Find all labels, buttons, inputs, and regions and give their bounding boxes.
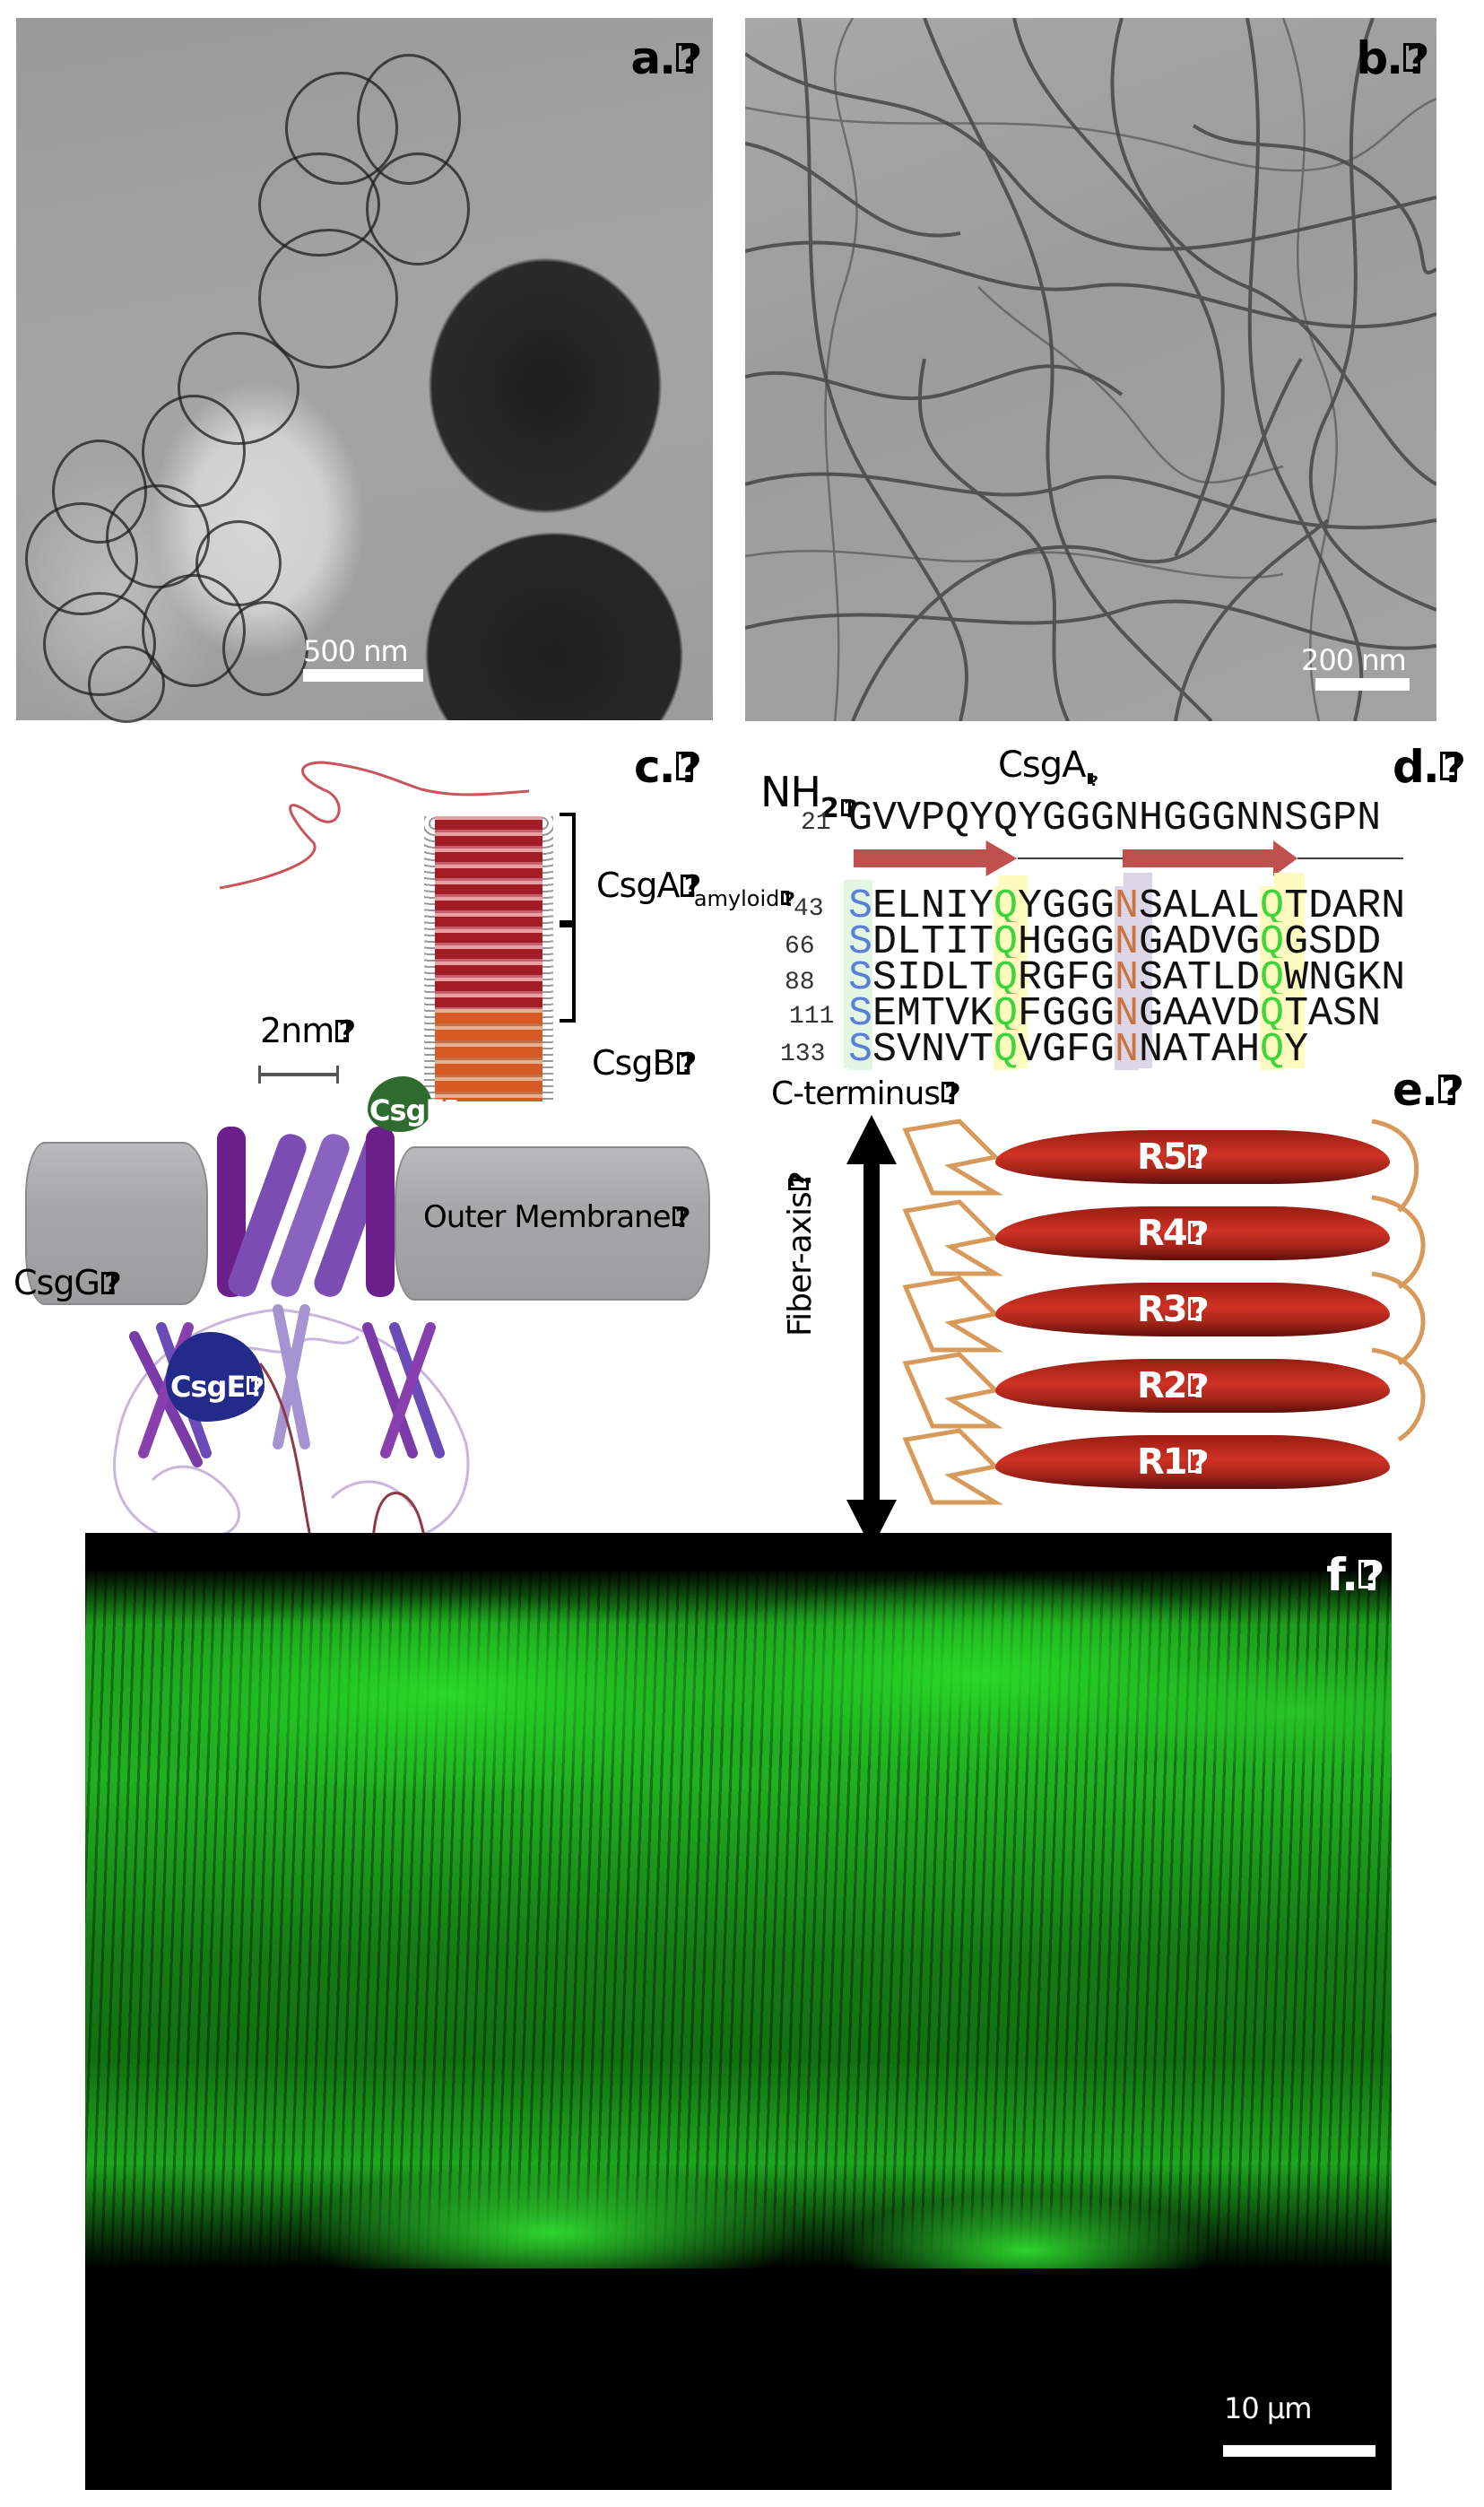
conserved-q: Q bbox=[994, 955, 1019, 1001]
conserved-q: Q bbox=[994, 991, 1019, 1037]
panel-a-scale-bar bbox=[303, 669, 423, 682]
fibril-loops-right bbox=[542, 816, 553, 1101]
csge-label: CsgE? bbox=[170, 1370, 265, 1404]
panel-a-scale-label: 500 nm bbox=[303, 634, 409, 668]
fiber-axis-label: Fiber-axis? bbox=[782, 1171, 819, 1337]
conserved-n: N bbox=[1115, 991, 1140, 1037]
conserved-s: S bbox=[848, 919, 873, 965]
repeat-start-number: 43 bbox=[794, 895, 824, 923]
fiber-axis-arrow bbox=[846, 1115, 897, 1549]
outer-membrane-right: Outer Membrane? bbox=[395, 1146, 710, 1301]
fiber-network-graphic bbox=[745, 18, 1436, 721]
panel-f-scale-bar bbox=[1223, 2445, 1376, 2457]
beta-strand-arrows bbox=[853, 840, 1403, 876]
csga-amyloid-segment bbox=[435, 816, 542, 1009]
csgb-nucleator-segment bbox=[435, 1009, 542, 1101]
outer-membrane-left bbox=[25, 1142, 208, 1305]
repeat-label-r1: R1? bbox=[1137, 1441, 1210, 1483]
strand-r4 bbox=[995, 1206, 1390, 1260]
two-nm-scale-bar bbox=[258, 1073, 339, 1076]
conserved-q: Q bbox=[1260, 1027, 1285, 1073]
csga-amyloid-label: CsgA?amyloid? bbox=[596, 866, 795, 911]
csgg-label: CsgG? bbox=[13, 1263, 122, 1302]
conserved-n: N bbox=[1115, 1027, 1140, 1073]
repeat-sequence: SSVNVTQVGFGNNATAHQY bbox=[848, 1027, 1309, 1073]
two-nm-tick-right bbox=[336, 1066, 339, 1084]
conserved-q: Q bbox=[994, 919, 1019, 965]
helix-loops bbox=[902, 1119, 1426, 1505]
fibril-loops-left bbox=[424, 816, 435, 1101]
strand-r1 bbox=[995, 1435, 1390, 1489]
conserved-q: Q bbox=[1260, 991, 1285, 1037]
panel-e-label: e.? bbox=[1393, 1064, 1464, 1116]
panel-b-tem-image: b.? 200 nm bbox=[745, 18, 1436, 721]
repeat-start-number: 111 bbox=[789, 1003, 835, 1031]
strand-r2 bbox=[995, 1359, 1390, 1413]
conserved-s: S bbox=[848, 991, 873, 1037]
csga-fibril-stack bbox=[424, 816, 553, 1101]
panel-a-label: a.? bbox=[630, 32, 702, 84]
csga-unfolded-chain-graphic bbox=[219, 761, 530, 890]
repeat-start-number: 133 bbox=[780, 1040, 826, 1068]
panel-b-scale-bar bbox=[1315, 678, 1410, 691]
amyloid-bracket-lower bbox=[560, 924, 576, 1023]
panel-d-label: d.? bbox=[1393, 741, 1466, 793]
repeat-start-number: 88 bbox=[785, 969, 815, 997]
conserved-q: Q bbox=[1260, 955, 1285, 1001]
conserved-n: N bbox=[1115, 955, 1140, 1001]
strand-r3 bbox=[995, 1283, 1390, 1336]
panel-b-label: b.? bbox=[1356, 32, 1429, 84]
repeat-label-r5: R5? bbox=[1137, 1136, 1210, 1178]
csga-sequence-title: CsgA? bbox=[998, 744, 1098, 789]
csgg-barrel-graphic bbox=[217, 1127, 395, 1297]
panel-f-scale-label: 10 µm bbox=[1224, 2391, 1312, 2425]
two-nm-tick-left bbox=[258, 1066, 261, 1084]
strand-r5 bbox=[995, 1130, 1390, 1184]
beta-helix-structure: R5? R4? R3? R2? R1? bbox=[897, 1112, 1435, 1525]
amyloid-bracket-upper bbox=[560, 813, 576, 924]
panel-c-label: c.? bbox=[634, 741, 702, 793]
conserved-n: N bbox=[1115, 884, 1140, 929]
curli-fluorescence-signal bbox=[85, 1569, 1392, 2268]
conserved-q: Q bbox=[994, 1027, 1019, 1073]
repeat-label-r3: R3? bbox=[1137, 1289, 1210, 1330]
conserved-s: S bbox=[848, 884, 873, 929]
panel-f-label: f.? bbox=[1326, 1549, 1384, 1601]
conserved-n: N bbox=[1115, 919, 1140, 965]
csgf-label: CsgF? bbox=[369, 1093, 464, 1127]
conserved-q: Q bbox=[1260, 884, 1285, 929]
repeat-label-r4: R4? bbox=[1137, 1213, 1210, 1254]
c-terminus-label: C-terminus? bbox=[771, 1075, 961, 1112]
conserved-q: Q bbox=[994, 884, 1019, 929]
two-nm-label: 2nm? bbox=[260, 1011, 356, 1050]
panel-a-tem-image: a.? 500 nm bbox=[16, 18, 713, 723]
conserved-q: Q bbox=[1260, 919, 1285, 965]
repeat-label-r2: R2? bbox=[1137, 1365, 1210, 1406]
panel-f-fluorescence-image: f.? 10 µm bbox=[85, 1533, 1392, 2490]
outer-membrane-label: Outer Membrane? bbox=[423, 1199, 690, 1235]
repeat-start-number: 66 bbox=[785, 933, 815, 961]
panel-b-scale-label: 200 nm bbox=[1301, 643, 1407, 677]
csgf-protein bbox=[368, 1076, 432, 1132]
nh2-label: NH2? bbox=[760, 768, 858, 824]
csgb-label: CsgB? bbox=[592, 1043, 697, 1083]
conserved-s: S bbox=[848, 1027, 873, 1073]
n-term-sequence: GVVPQYQYGGGNHGGGNNSGPN bbox=[848, 796, 1382, 841]
conserved-s: S bbox=[848, 955, 873, 1001]
n-term-start-number: 21 bbox=[801, 809, 831, 837]
